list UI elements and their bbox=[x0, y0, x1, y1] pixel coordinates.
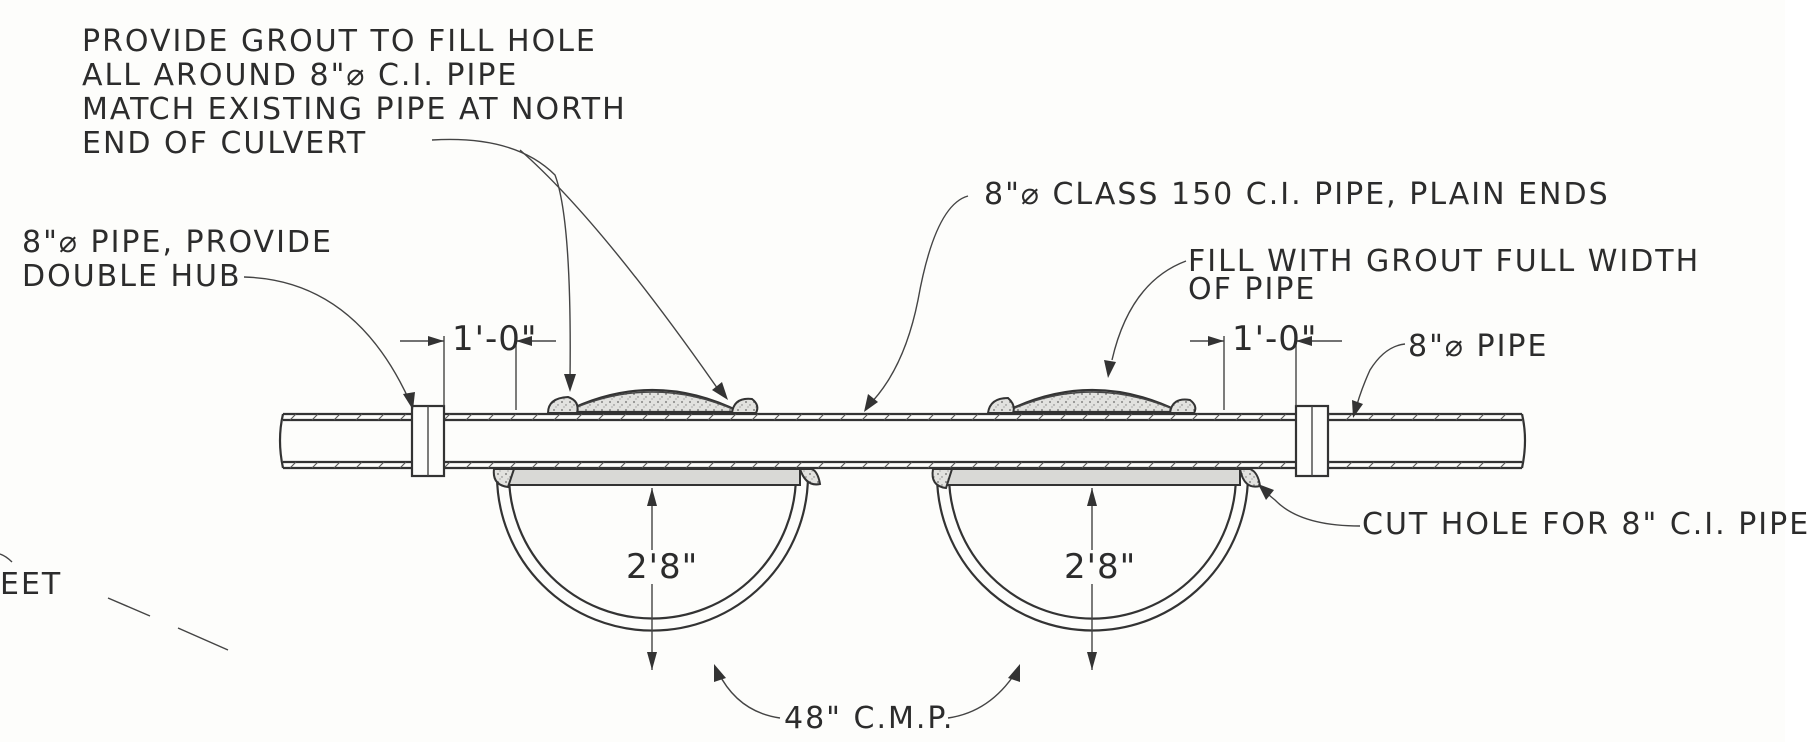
note-fill-grout: FILL WITH GROUT FULL WIDTH OF PIPE bbox=[1188, 245, 1700, 307]
grout-blobs bbox=[492, 395, 1262, 490]
dim-label-hub-left: 1'-0" bbox=[452, 319, 538, 359]
note-cut-hole: CUT HOLE FOR 8" C.I. PIPE bbox=[1362, 507, 1810, 542]
note-pipe-right: 8"⌀ PIPE bbox=[1408, 329, 1549, 364]
note-sheet-fragment: EET bbox=[0, 567, 63, 602]
note-double-hub-line-2: DOUBLE HUB bbox=[22, 259, 242, 294]
note-provide-grout-line-4: END OF CULVERT bbox=[82, 126, 368, 161]
note-cmp: 48" C.M.P. bbox=[784, 701, 955, 736]
dim-label-culvert-right: 2'8" bbox=[1058, 550, 1143, 584]
double-hub-right bbox=[1294, 404, 1330, 478]
note-ci-pipe: 8"⌀ CLASS 150 C.I. PIPE, PLAIN ENDS bbox=[984, 177, 1610, 212]
note-double-hub: 8"⌀ PIPE, PROVIDE DOUBLE HUB bbox=[22, 226, 333, 294]
grout-fill-right-bottom bbox=[944, 468, 1241, 486]
partial-leader-dashes bbox=[0, 553, 229, 651]
note-provide-grout: PROVIDE GROUT TO FILL HOLE ALL AROUND 8"… bbox=[82, 25, 627, 161]
note-provide-grout-line-1: PROVIDE GROUT TO FILL HOLE bbox=[82, 24, 597, 59]
dim-label-hub-right: 1'-0" bbox=[1232, 319, 1318, 359]
grout-dome-left bbox=[564, 388, 741, 414]
note-fill-grout-line-1: FILL WITH GROUT FULL WIDTH bbox=[1188, 244, 1701, 279]
leader-lines bbox=[243, 138, 1406, 719]
grout-dome-right bbox=[1004, 388, 1181, 414]
double-hub-left bbox=[410, 404, 446, 478]
note-double-hub-line-1: 8"⌀ PIPE, PROVIDE bbox=[22, 225, 333, 260]
grout-fill-left-bottom bbox=[504, 468, 801, 486]
dimension-hub-right bbox=[1190, 336, 1342, 410]
ci-pipe-8in bbox=[278, 412, 1527, 470]
note-provide-grout-line-2: ALL AROUND 8"⌀ C.I. PIPE bbox=[82, 58, 519, 93]
dimension-hub-left bbox=[400, 336, 556, 410]
dim-label-culvert-left: 2'8" bbox=[620, 550, 705, 584]
note-provide-grout-line-3: MATCH EXISTING PIPE AT NORTH bbox=[82, 92, 627, 127]
note-fill-grout-line-2: OF PIPE bbox=[1188, 272, 1317, 307]
